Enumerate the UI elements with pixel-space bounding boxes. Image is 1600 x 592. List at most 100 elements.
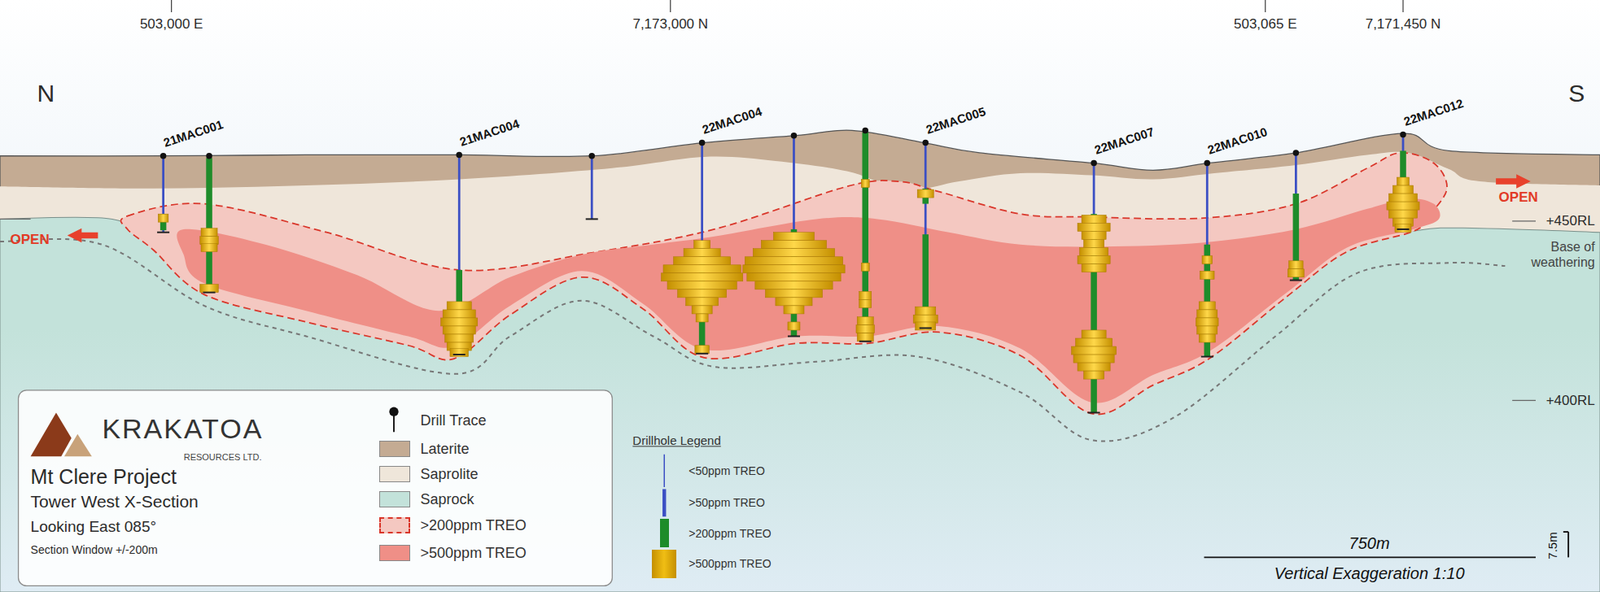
grade-bar [1081, 330, 1107, 339]
grade-bar [1198, 301, 1216, 311]
grade-bar [677, 289, 727, 298]
rl-label: +400RL [1546, 393, 1596, 410]
saprolite-layer [0, 152, 1600, 592]
collar-dot [1399, 131, 1407, 139]
legend-swatch [379, 441, 411, 458]
company-name: KRAKATOA [101, 413, 263, 446]
grade-bar [201, 228, 218, 237]
section-name: Tower West X-Section [30, 492, 199, 512]
grade-bar [1195, 318, 1219, 327]
collar-dot [205, 153, 213, 160]
grade-bar [1394, 224, 1412, 233]
collar-dot [699, 139, 706, 147]
grade-bar [1396, 177, 1409, 186]
collar-dot [1293, 149, 1300, 157]
collar-dot [588, 153, 595, 160]
legend-swatch [379, 491, 411, 508]
hole-end [1396, 228, 1409, 231]
open-arrow [67, 228, 99, 244]
grade-bar [1081, 231, 1107, 240]
coordinate-tick [170, 0, 172, 13]
grade-bar [915, 322, 936, 331]
grade-bar [1079, 247, 1109, 256]
grade-bar [667, 281, 737, 290]
trace-sample [663, 454, 665, 488]
grade-bar [1200, 271, 1216, 280]
hole-end [1088, 411, 1101, 414]
logo-mark [64, 434, 92, 458]
legend-label: Laterite [420, 440, 470, 458]
scale-label: 7.5m [1546, 532, 1561, 560]
grade-bar [691, 306, 713, 315]
collar-dot [861, 127, 869, 135]
grade-bar [1197, 310, 1218, 319]
grade-bar [861, 262, 870, 272]
grade-bar [787, 322, 800, 331]
hole-end [787, 335, 800, 337]
grade-bar [695, 314, 709, 323]
direction-label: N [37, 79, 56, 109]
grade-bar [446, 301, 472, 311]
grade-bar [694, 240, 711, 250]
scale-bar [1563, 531, 1569, 534]
legend-label: >500ppm TREO [420, 544, 527, 562]
grade-bar [1073, 354, 1115, 363]
drill-trace [590, 156, 594, 220]
rl-tick [1512, 220, 1536, 222]
grade-bar [1287, 269, 1304, 278]
grade-bar [200, 284, 219, 293]
collar-dot [922, 139, 929, 147]
coordinate-tick [1402, 0, 1404, 13]
legend-label: >50ppm TREO [688, 496, 766, 510]
section-window: Section Window +/-200m [30, 543, 158, 557]
scale-bar [1567, 532, 1570, 558]
grade-bar [760, 240, 827, 250]
grade-bar [856, 325, 875, 334]
open-label: OPEN [1499, 189, 1539, 206]
grade-bar [859, 299, 872, 308]
laterite-layer [0, 130, 1600, 592]
grade-bar [445, 334, 474, 343]
legend-label: <50ppm TREO [688, 464, 766, 478]
grade-bar [775, 297, 813, 307]
collar-dot [455, 152, 463, 159]
grade-bar [201, 243, 218, 252]
grade-bar [660, 273, 743, 282]
grade-bar [1075, 338, 1113, 347]
trace-sample [662, 489, 666, 517]
legend-label: >200ppm TREO [688, 527, 771, 541]
treo-500-zone [176, 198, 1440, 403]
grade-bar [1198, 334, 1216, 343]
weathering-label: Base of weathering [1520, 240, 1596, 271]
grade-bar [157, 214, 169, 223]
company-subtitle: RESOURCES LTD. [183, 451, 263, 463]
collar-dot [160, 153, 167, 160]
rl-tick [0, 218, 31, 220]
hole-end [1201, 356, 1214, 359]
hole-end [919, 327, 932, 329]
grade-bar [442, 310, 476, 319]
grade-bar [915, 306, 936, 315]
coordinate-tick [1264, 0, 1266, 13]
grade-bar [755, 281, 833, 290]
grade-bar [1388, 193, 1417, 202]
project-title: Mt Clere Project [30, 464, 177, 489]
grade-bar [1077, 256, 1111, 265]
grade-bar [1081, 264, 1107, 273]
grade-segment [861, 132, 869, 342]
grade-bar [441, 318, 478, 327]
open-arrow [1495, 174, 1531, 189]
coordinate-label: 503,000 E [139, 16, 204, 33]
hole-end [585, 218, 599, 220]
legend-swatch [660, 519, 669, 548]
grade-bar [663, 265, 741, 274]
grade-bar [783, 306, 805, 315]
hole-end [453, 354, 466, 356]
legend-label: Drill Trace [420, 411, 487, 429]
grade-bar [1197, 326, 1218, 335]
grade-bar [1077, 222, 1111, 232]
direction-label: S [1568, 79, 1585, 109]
grade-bar [861, 179, 870, 188]
